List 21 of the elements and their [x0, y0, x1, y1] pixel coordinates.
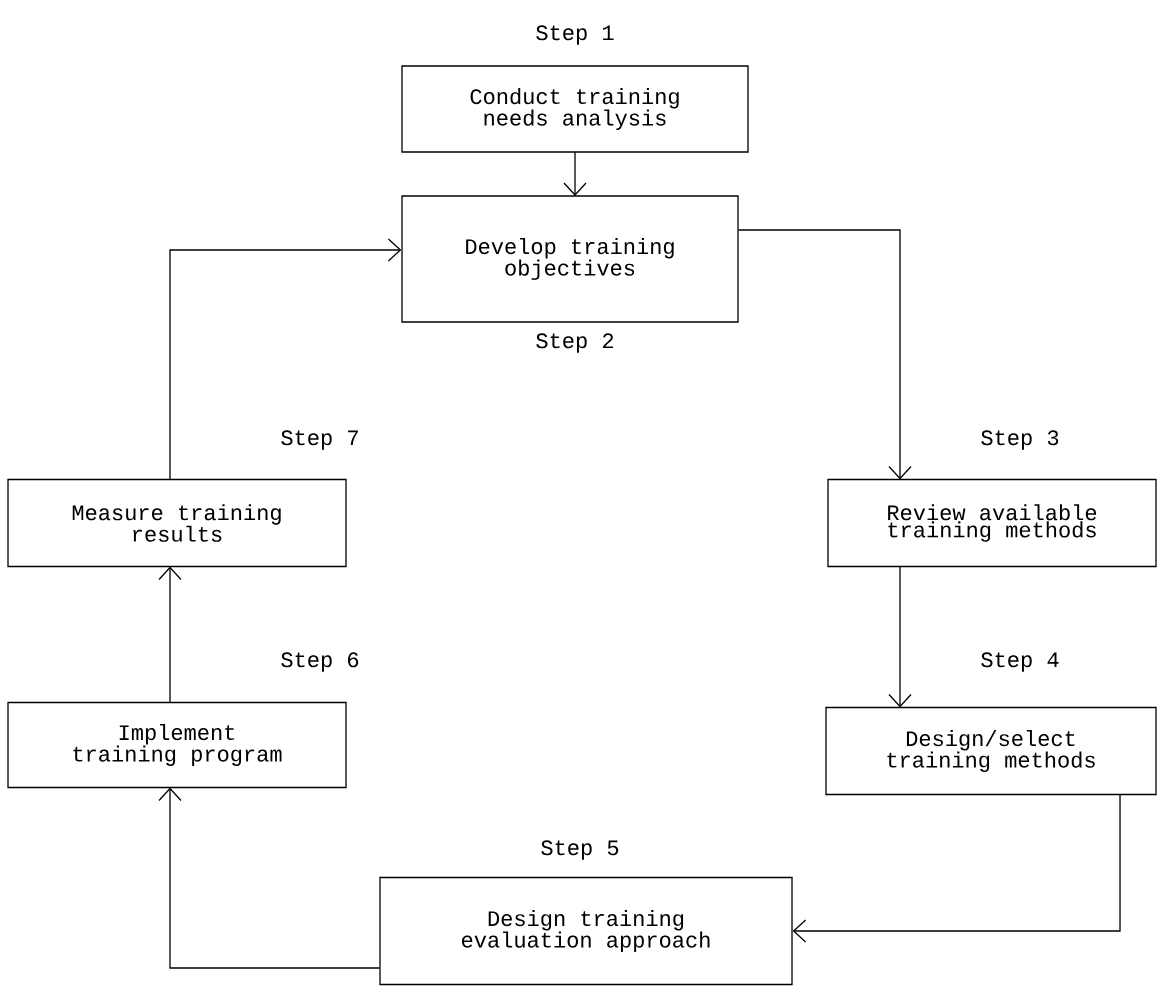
process-box: Design/select training methods: [825, 706, 1157, 796]
step-label: Step 6: [281, 652, 359, 672]
step-label: Step 5: [541, 840, 619, 860]
step-label: Step 7: [281, 430, 358, 450]
process-box: Conduct training needs analysis: [401, 65, 749, 153]
arrow: [158, 787, 380, 969]
process-box: Design training evaluation approach: [379, 876, 793, 986]
arrow: [738, 229, 912, 480]
process-box: Implement training program: [7, 701, 347, 789]
step-label: Step 2: [536, 333, 614, 353]
process-box: Measure training results: [7, 478, 347, 568]
step-label: Step 1: [536, 25, 614, 45]
step-label: Step 4: [981, 652, 1059, 672]
process-box: Develop training objectives: [401, 195, 739, 323]
arrow: [888, 565, 912, 708]
step-label: Step 3: [981, 430, 1059, 450]
arrow: [792, 793, 1121, 943]
arrow: [563, 151, 587, 196]
arrow: [169, 238, 402, 481]
arrow: [158, 566, 182, 704]
process-box: Review available training methods: [827, 478, 1157, 568]
